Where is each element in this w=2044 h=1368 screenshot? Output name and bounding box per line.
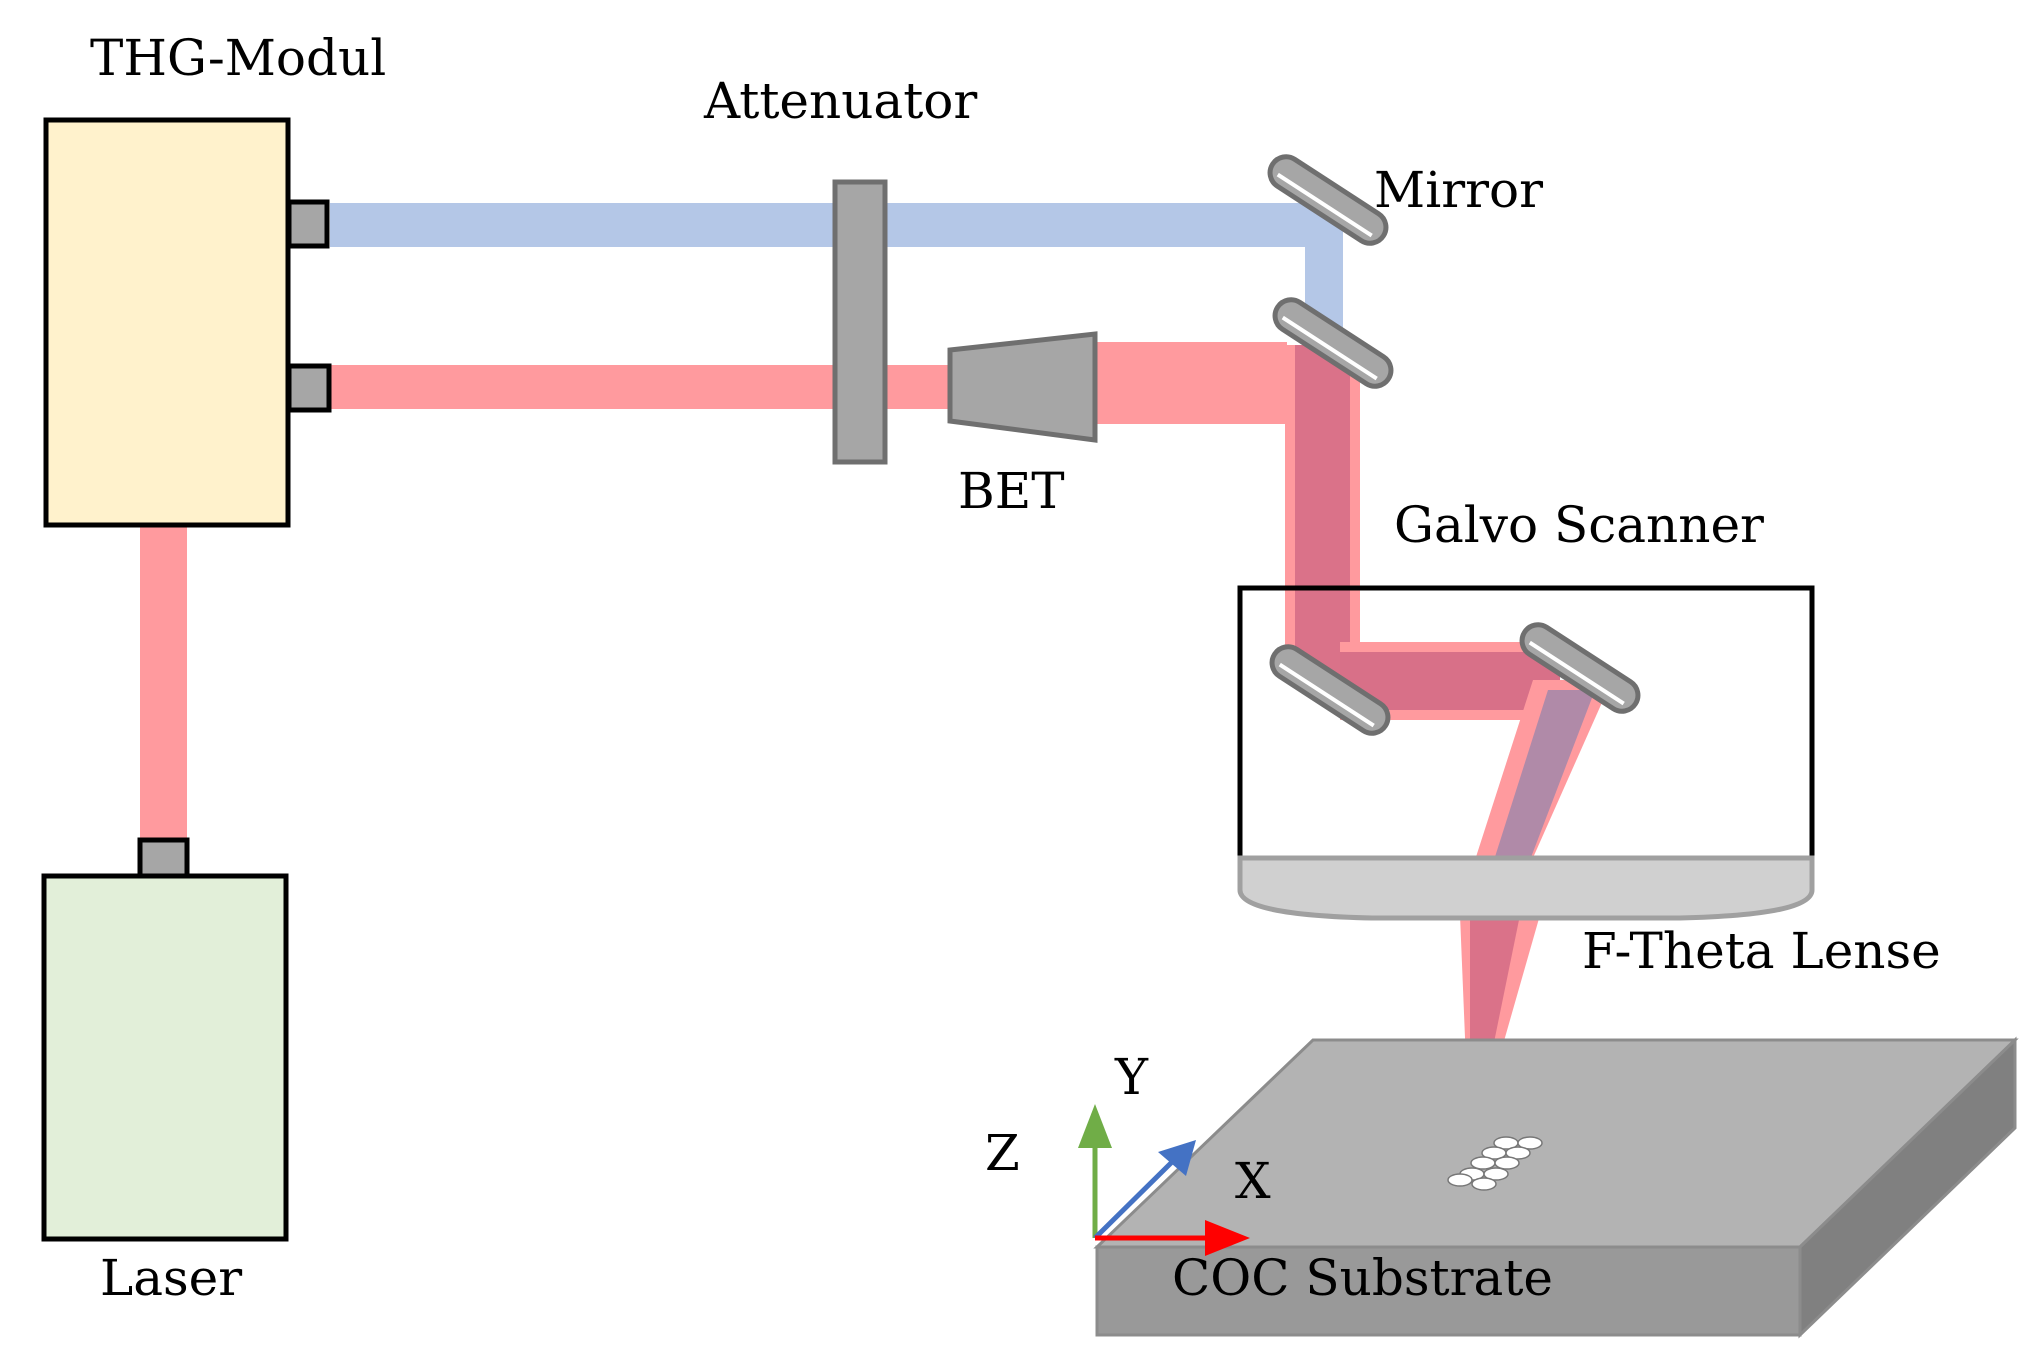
expanded-ir-beam (1095, 342, 1287, 424)
label-laser: Laser (100, 1249, 242, 1307)
mirror-top (1267, 154, 1389, 246)
laser-port (137, 837, 190, 879)
label-axis-x: X (1235, 1152, 1271, 1210)
axis-y-arrowhead (1158, 1140, 1196, 1176)
thg-uv-port (286, 199, 330, 249)
thg-ir-port (286, 363, 332, 413)
focus-spots (1447, 1136, 1543, 1191)
mirror-second (1272, 297, 1394, 389)
label-axis-z: Z (985, 1124, 1020, 1182)
label-galvo-scanner: Galvo Scanner (1394, 496, 1764, 554)
coordinate-axes (1078, 1104, 1250, 1256)
galvo-mirror-1 (1269, 644, 1391, 736)
axis-z-arrowhead (1078, 1104, 1112, 1148)
label-thg-modul: THG-Modul (90, 29, 386, 87)
scan-beam-uv (1494, 690, 1595, 860)
laser-to-thg-beam (140, 524, 187, 847)
galvo-mirror-2 (1519, 622, 1641, 714)
axis-y-line (1093, 1160, 1174, 1240)
label-mirror: Mirror (1374, 161, 1543, 219)
laser-box (41, 873, 289, 1242)
label-coc-substrate: COC Substrate (1172, 1249, 1553, 1307)
label-attenuator: Attenuator (703, 72, 977, 130)
thg-module (43, 117, 291, 528)
label-f-theta-lense: F-Theta Lense (1582, 922, 1941, 980)
axis-x-arrowhead (1205, 1220, 1250, 1256)
label-bet: BET (958, 462, 1065, 520)
uv-beam-down (1295, 345, 1350, 675)
f-theta-lens (1237, 855, 1815, 921)
label-axis-y: Y (1114, 1048, 1149, 1106)
substrate-side (1798, 1036, 2017, 1339)
attenuator (832, 179, 888, 465)
bet-expander (947, 331, 1098, 443)
